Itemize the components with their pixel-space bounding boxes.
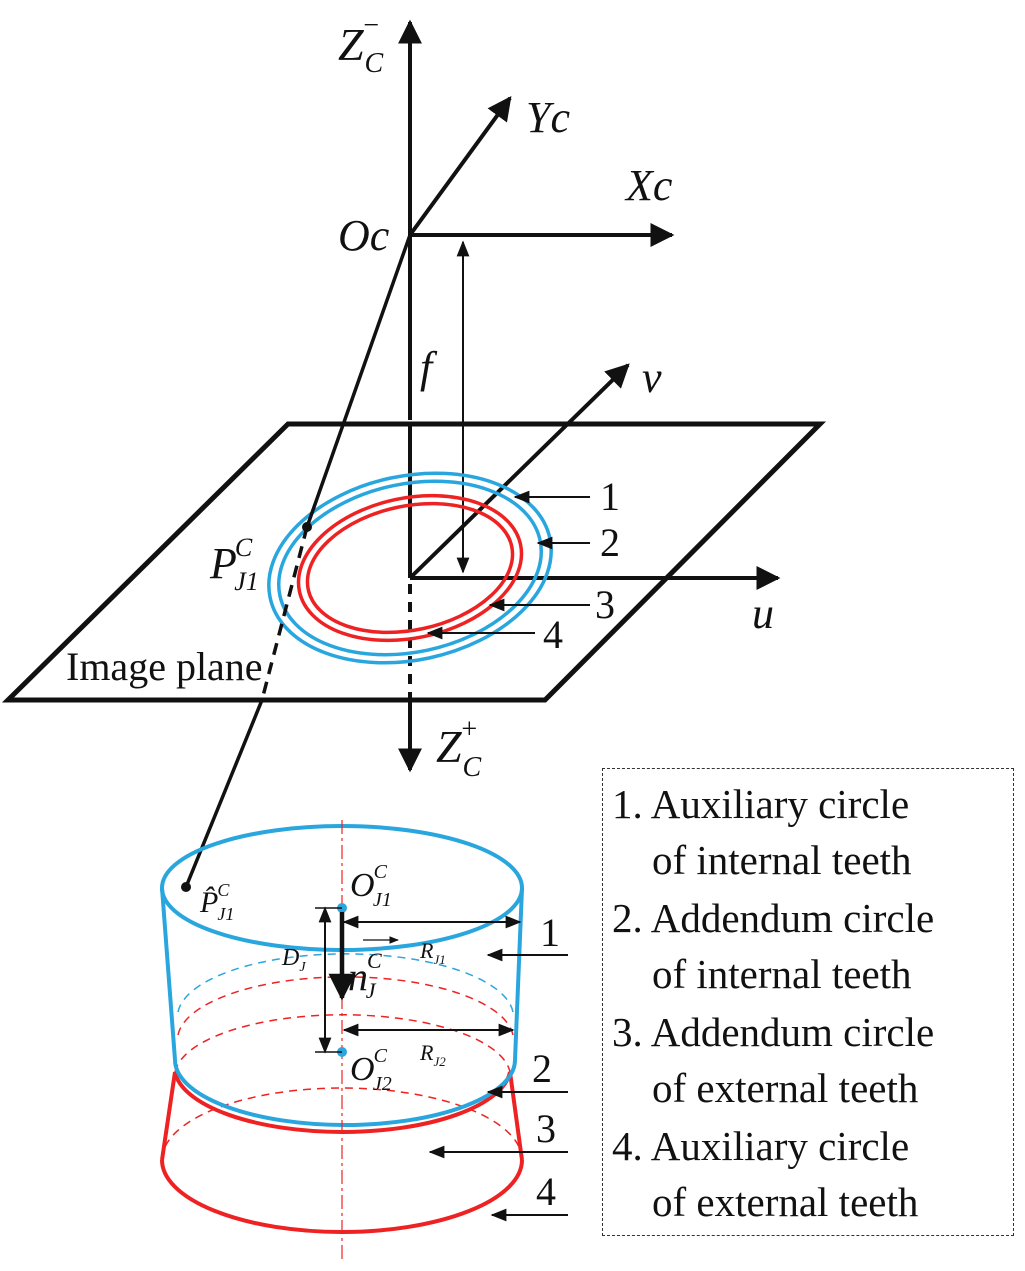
label-v: v bbox=[642, 353, 662, 402]
label-r-j1: RJ1 bbox=[419, 938, 446, 967]
point-p-hat-j1 bbox=[181, 882, 191, 892]
label-zc-plus: Z+C bbox=[436, 714, 482, 783]
legend-line-1: 1. Auxiliary circle bbox=[612, 781, 910, 827]
gear-number-2: 2 bbox=[532, 1046, 552, 1091]
plane-number-2: 2 bbox=[600, 520, 620, 565]
label-yc: Yc bbox=[526, 93, 570, 142]
blue-side-left bbox=[160, 887, 177, 1061]
projection-ray-lower bbox=[184, 699, 264, 888]
blue-side-right bbox=[513, 887, 524, 1061]
red-inner-dashed bbox=[177, 976, 514, 1036]
point-p-j1 bbox=[302, 522, 312, 532]
red-side-right bbox=[508, 1071, 524, 1161]
projected-circle-4 bbox=[305, 501, 515, 635]
red-side-left bbox=[160, 1071, 177, 1161]
label-d-j: DJ bbox=[281, 945, 306, 975]
projection-ray-hidden bbox=[260, 526, 309, 701]
projection-ray-upper bbox=[305, 234, 412, 528]
yc-axis bbox=[408, 96, 512, 237]
projected-circle-3 bbox=[296, 493, 524, 643]
legend-line-2: of internal teeth bbox=[652, 837, 912, 883]
label-u: u bbox=[752, 589, 774, 638]
legend-line-7: 4. Auxiliary circle bbox=[612, 1123, 910, 1169]
gear-number-4: 4 bbox=[536, 1169, 556, 1214]
blue-inner-dashed bbox=[177, 953, 514, 1013]
label-image-plane: Image plane bbox=[66, 644, 263, 689]
plane-number-1: 1 bbox=[600, 474, 620, 519]
gear-number-3: 3 bbox=[536, 1106, 556, 1151]
gear-number-1: 1 bbox=[540, 910, 560, 955]
legend-line-3: 2. Addendum circle bbox=[612, 895, 935, 941]
label-r-j2: RJ2 bbox=[419, 1040, 446, 1069]
plane-number-4: 4 bbox=[543, 612, 563, 657]
legend-line-5: 3. Addendum circle bbox=[612, 1009, 935, 1055]
v-axis bbox=[408, 363, 630, 580]
label-oc: Oc bbox=[338, 211, 390, 260]
legend-line-6: of external teeth bbox=[652, 1065, 919, 1111]
image-plane bbox=[1, 421, 827, 703]
label-f: f bbox=[420, 343, 438, 392]
plane-number-3: 3 bbox=[595, 582, 615, 627]
label-xc: Xc bbox=[624, 161, 673, 210]
legend-line-8: of external teeth bbox=[652, 1179, 919, 1225]
legend-box bbox=[602, 768, 1014, 1236]
legend-line-4: of internal teeth bbox=[652, 951, 912, 997]
label-zc-minus: Z−C bbox=[338, 10, 384, 79]
